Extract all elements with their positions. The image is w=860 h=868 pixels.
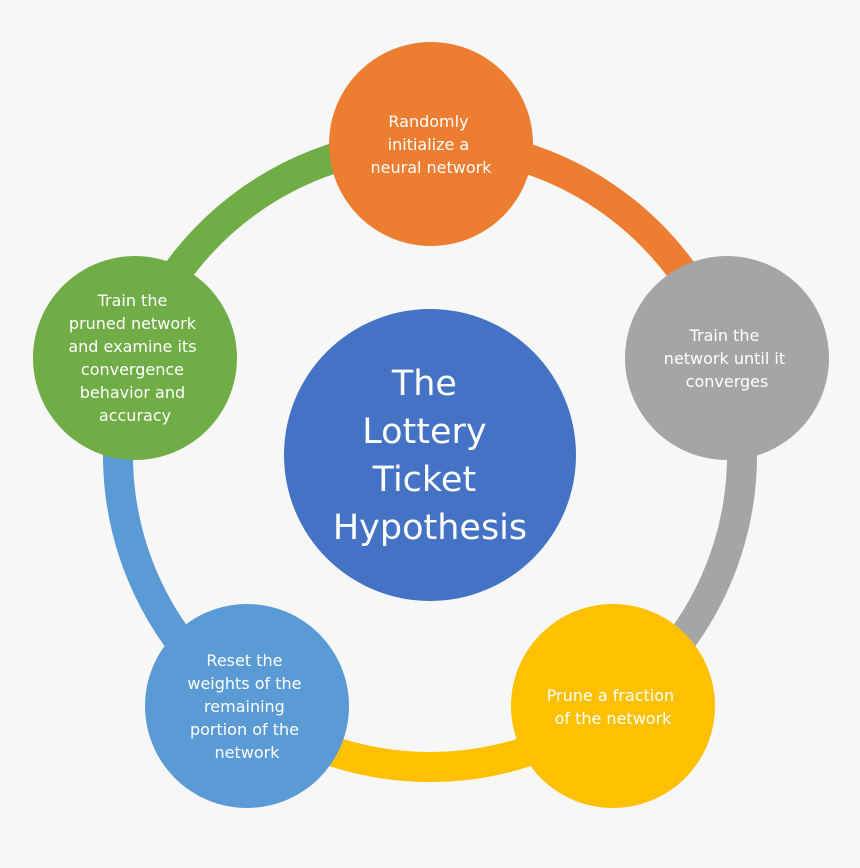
step-label-line: accuracy xyxy=(99,406,171,425)
step-label-line: remaining xyxy=(204,697,285,716)
step-node-prune-fraction: Prune a fraction of the network xyxy=(511,604,715,808)
step-node-randomly-initialize: Randomly initialize a neural network xyxy=(329,42,533,246)
step-circle xyxy=(625,256,829,460)
step-label-line: Train the xyxy=(689,326,760,345)
step-label-line: Randomly xyxy=(388,112,468,131)
step-label-line: network xyxy=(215,743,281,762)
step-label-line: of the network xyxy=(555,709,673,728)
step-label-line: converges xyxy=(686,372,769,391)
step-label-line: Prune a fraction xyxy=(547,686,675,705)
step-label-line: Train the xyxy=(97,291,168,310)
step-label: Train the pruned network and examine its… xyxy=(68,291,201,425)
step-label: Randomly initialize a neural network xyxy=(370,112,492,177)
step-label: Prune a fraction of the network xyxy=(547,686,680,728)
center-circle xyxy=(284,309,576,601)
step-label-line: network until it xyxy=(664,349,785,368)
step-label-line: behavior and xyxy=(80,383,185,402)
center-title-line: The xyxy=(391,364,457,404)
step-label-line: and examine its xyxy=(68,337,196,356)
step-label-line: pruned network xyxy=(69,314,197,333)
step-circle xyxy=(145,604,349,808)
center-title-line: Ticket xyxy=(372,460,477,500)
step-node-train-until-converges: Train the network until it converges xyxy=(625,256,829,460)
step-node-reset-weights: Reset the weights of the remaining porti… xyxy=(145,604,349,808)
step-label-line: weights of the xyxy=(187,674,301,693)
step-label-line: neural network xyxy=(370,158,492,177)
center-title: The Lottery Ticket Hypothesis xyxy=(333,364,527,548)
step-label-line: convergence xyxy=(81,360,184,379)
step-label: Reset the weights of the remaining porti… xyxy=(187,651,306,762)
step-circle xyxy=(329,42,533,246)
step-label-line: Reset the xyxy=(206,651,282,670)
center-title-line: Lottery xyxy=(362,412,486,452)
step-label: Train the network until it converges xyxy=(664,326,790,391)
step-circle xyxy=(511,604,715,808)
step-label-line: initialize a xyxy=(388,135,470,154)
center-node: The Lottery Ticket Hypothesis xyxy=(284,309,576,601)
step-label-line: portion of the xyxy=(190,720,299,739)
center-title-line: Hypothesis xyxy=(333,508,527,548)
step-node-train-pruned: Train the pruned network and examine its… xyxy=(33,256,237,460)
step-circle xyxy=(33,256,237,460)
